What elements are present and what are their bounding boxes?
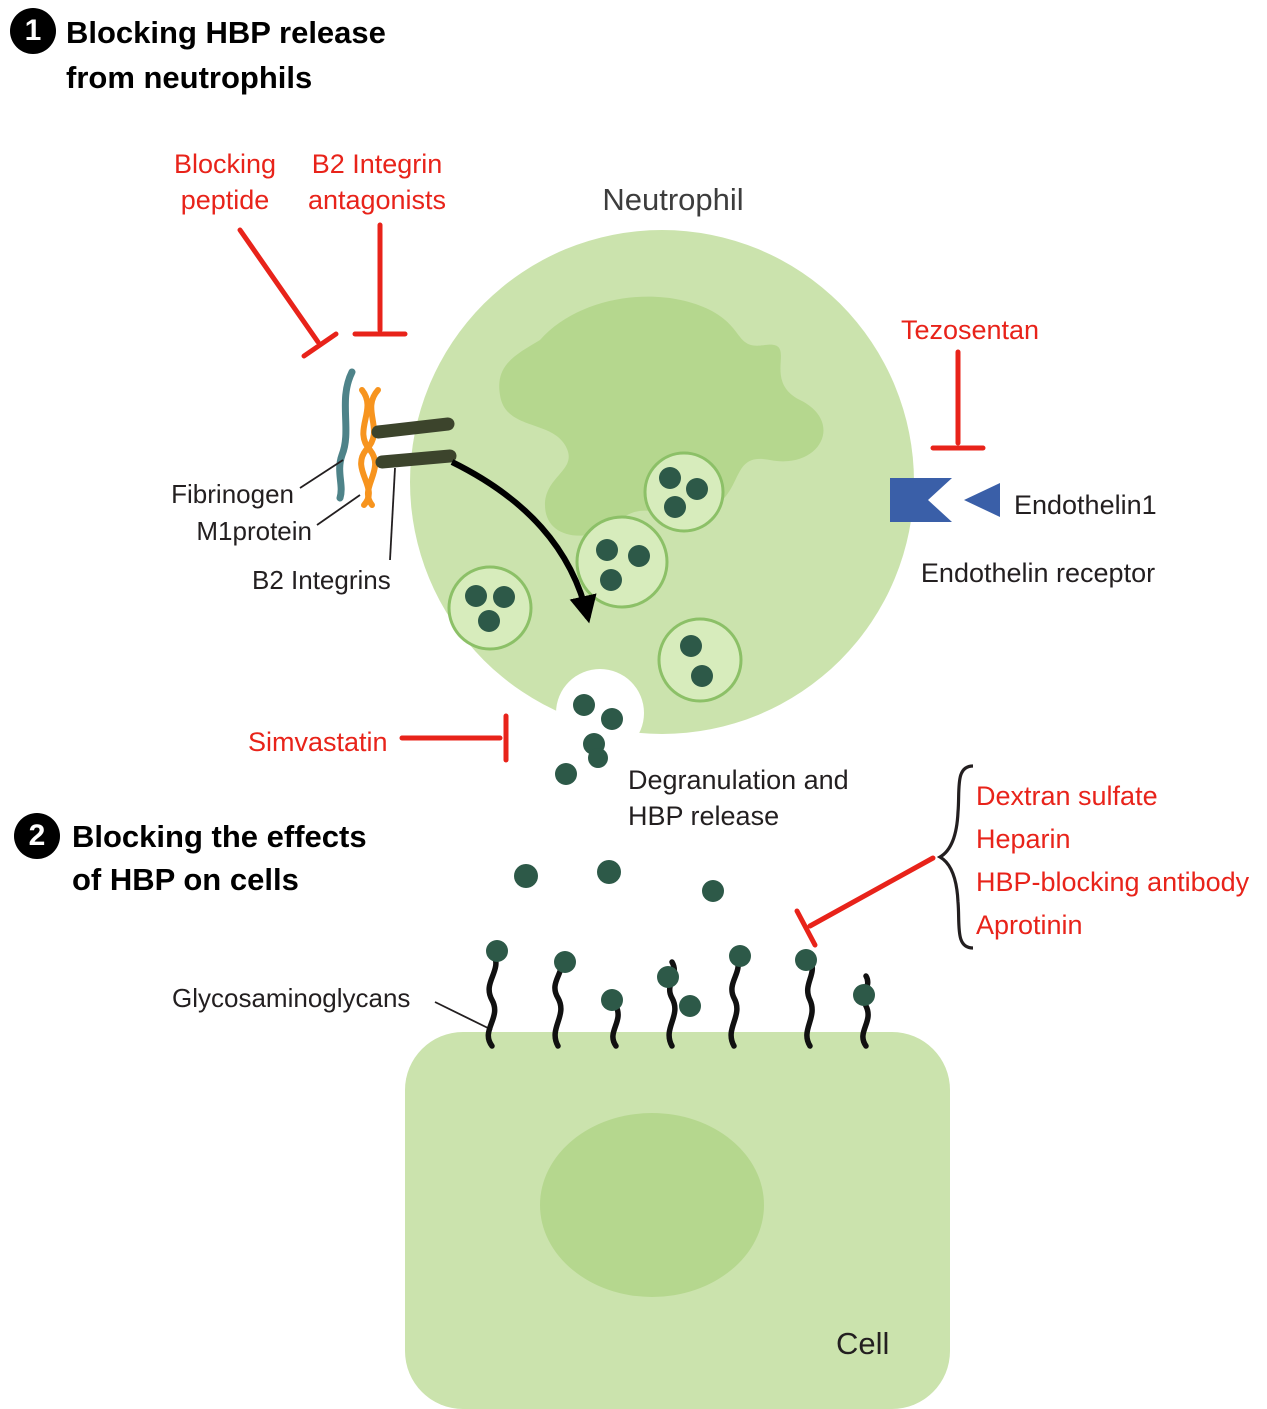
gag-squiggle xyxy=(485,951,499,1049)
inhibit-line-tezosentan xyxy=(930,349,986,451)
section2-title: Blocking the effects of HBP on cells xyxy=(72,815,367,901)
section2-badge: 2 xyxy=(14,813,60,859)
label-heparin: Heparin xyxy=(976,824,1071,854)
label-glycosaminoglycans: Glycosaminoglycans xyxy=(172,983,411,1013)
gag-squiggle xyxy=(610,1003,621,1049)
cell-nucleus xyxy=(540,1113,764,1297)
label-tezosentan: Tezosentan xyxy=(900,315,1040,345)
section2-title-line2: of HBP on cells xyxy=(72,862,299,897)
section1-title: Blocking HBP release from neutrophils xyxy=(66,10,386,100)
m1-protein-strand xyxy=(358,387,381,508)
label-simvastatin: Simvastatin xyxy=(248,727,388,757)
gag-squiggle xyxy=(804,957,815,1049)
release-arrow xyxy=(450,459,597,624)
label-dextran-sulfate: Dextran sulfate xyxy=(976,781,1158,811)
inhibit-line-simvastatin xyxy=(399,713,509,763)
inhibit-line-b2-antagonists xyxy=(352,222,408,337)
fibrinogen-strand xyxy=(336,368,356,502)
label-fibrinogen: Fibrinogen xyxy=(171,479,294,509)
label-b2-antagonists-line1: B2 Integrin xyxy=(311,149,443,179)
label-cell: Cell xyxy=(836,1326,890,1361)
b2-integrin-bars xyxy=(371,417,457,469)
hbp-blocker-list: Dextran sulfate Heparin HBP-blocking ant… xyxy=(976,775,1249,947)
granule xyxy=(447,451,743,703)
label-endothelin1: Endothelin1 xyxy=(1014,490,1157,520)
label-b2-integrin-antagonists: B2 Integrin antagonists xyxy=(308,146,446,218)
degranulation-opening xyxy=(556,669,644,757)
gag-squiggle xyxy=(860,973,871,1049)
inhibit-line-blocking-peptide xyxy=(237,227,339,359)
label-m1protein: M1protein xyxy=(196,516,312,546)
section1-badge: 1 xyxy=(10,8,56,54)
inhibition-lines xyxy=(237,222,986,948)
label-endothelin-receptor: Endothelin receptor xyxy=(920,558,1156,588)
receptor-complex xyxy=(336,368,457,508)
neutrophil-nucleus xyxy=(499,296,824,536)
label-degranulation: Degranulation and HBP release xyxy=(628,762,849,834)
label-blocking-peptide-line2: peptide xyxy=(180,185,270,215)
label-b2-antagonists-line2: antagonists xyxy=(307,185,447,215)
section1-title-line2: from neutrophils xyxy=(66,60,313,95)
label-blocking-peptide: Blocking peptide xyxy=(174,146,276,218)
label-hbp-blocking-antibody: HBP-blocking antibody xyxy=(976,867,1250,897)
section2-title-line1: Blocking the effects xyxy=(72,819,367,854)
endothelin-receptor-shape xyxy=(890,478,952,522)
gag-squiggle xyxy=(728,955,741,1049)
hbp-dots-releasing xyxy=(555,694,623,785)
brace xyxy=(936,764,974,950)
hbp-dot-cluster xyxy=(465,467,713,687)
label-degranulation-line2: HBP release xyxy=(628,801,780,831)
label-neutrophil: Neutrophil xyxy=(602,182,744,217)
section1-title-line1: Blocking HBP release xyxy=(66,15,386,50)
label-aprotinin: Aprotinin xyxy=(976,910,1083,940)
hbp-dots-free xyxy=(514,860,724,902)
endothelin1-ligand xyxy=(964,483,1000,517)
hbp-dots-bound xyxy=(486,940,875,1017)
label-pointer-lines xyxy=(299,459,493,1031)
inhibit-line-hbp-blockers xyxy=(794,855,936,948)
label-degranulation-line1: Degranulation and xyxy=(628,765,849,795)
label-b2-integrins: B2 Integrins xyxy=(252,565,391,595)
label-blocking-peptide-line1: Blocking xyxy=(173,149,277,179)
